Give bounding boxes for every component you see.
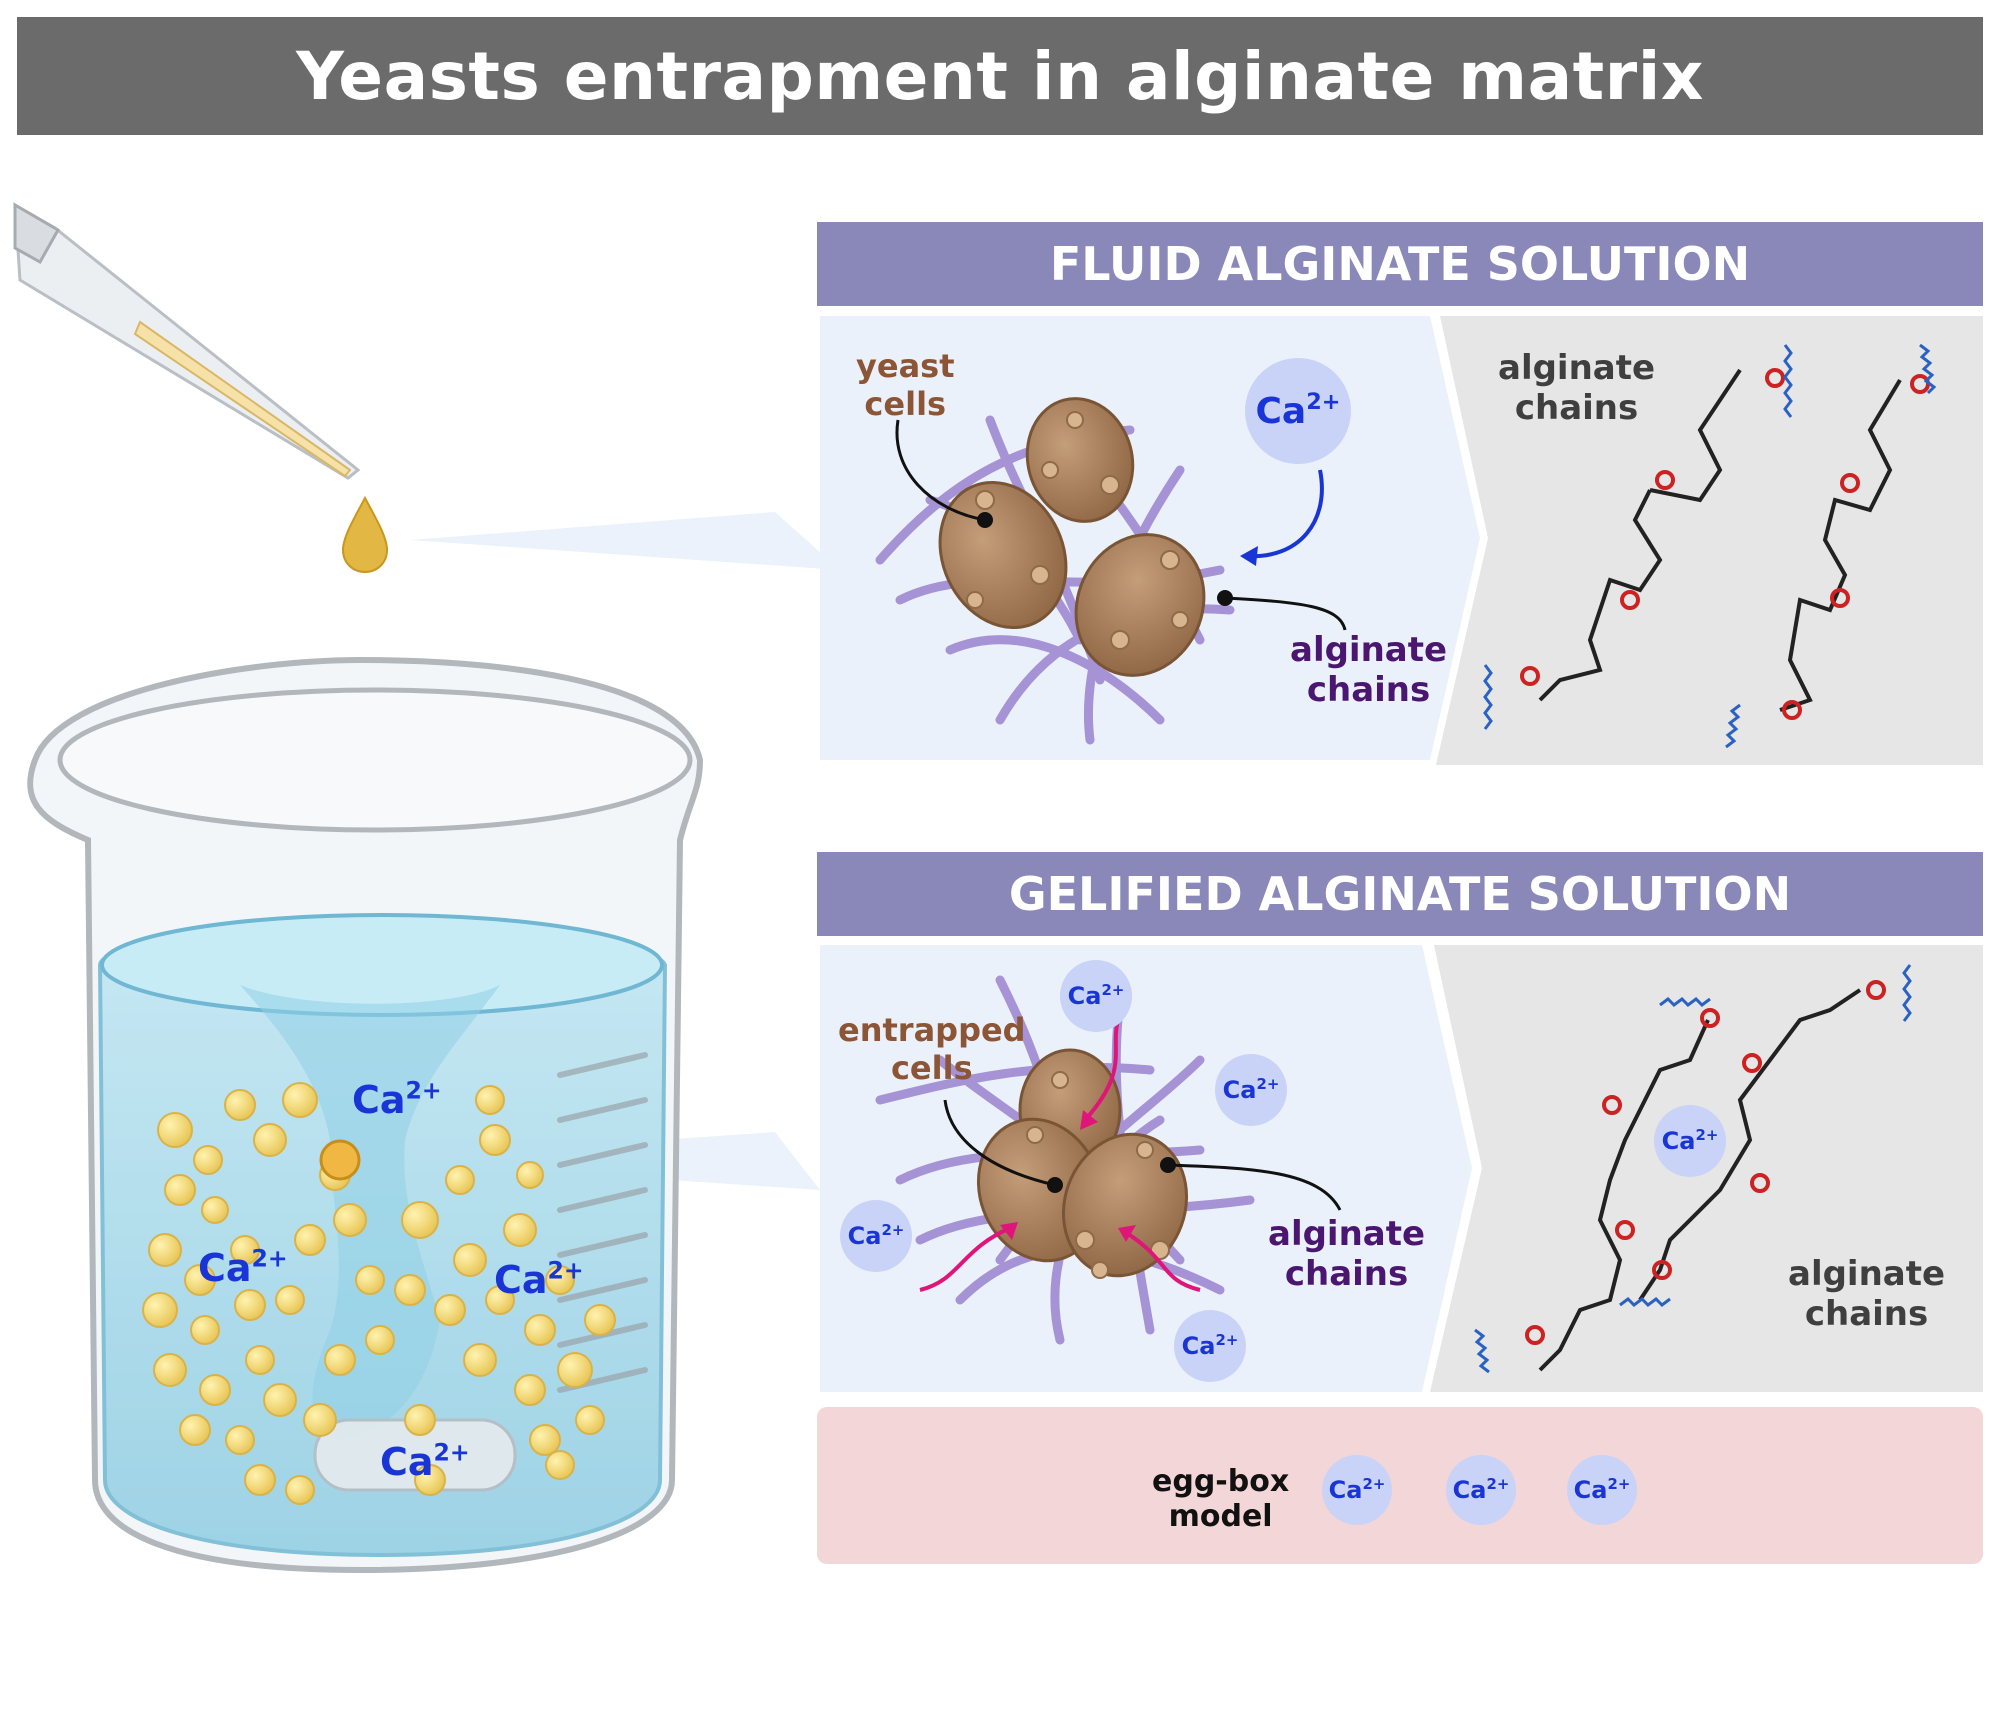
figure-title: Yeasts entrapment in alginate matrix [296,37,1704,115]
egg-box-calcium-ion-3: Ca2+ [1567,1455,1637,1525]
entrapped-cells-label: entrapped cells [838,1011,1026,1088]
pipette-illustration [13,202,361,480]
egg-box-calcium-ion-2: Ca2+ [1446,1455,1516,1525]
fluid-zoom-beam [410,512,840,570]
gel-calcium-ion-1: Ca2+ [1060,960,1132,1032]
gel-panel-title: GELIFIED ALGINATE SOLUTION [1008,867,1792,921]
egg-box-label-line1: egg-box [1152,1464,1290,1499]
gel-calcium-ion-2: Ca2+ [1215,1054,1287,1126]
fluid-panel-header: FLUID ALGINATE SOLUTION [817,222,1983,306]
beaker-calcium-label-4: Ca2+ [380,1438,470,1484]
egg-box-panel [817,1407,1983,1564]
yeast-cells-label: yeast cells [856,347,955,424]
yeast-cells-label-line1: yeast [856,347,955,385]
gel-oxygen-atoms [1525,980,1886,1345]
fluid-calcium-ion: Ca2+ [1245,358,1351,464]
gel-structure-label-line1: alginate [1788,1254,1946,1294]
fluid-structure-bg [1436,316,1983,765]
entrapped-cells-label-line2: cells [890,1048,973,1087]
fluid-chain-structure [1538,368,1902,712]
gel-calcium-ion-4: Ca2+ [1174,1310,1246,1382]
gel-structure-label: alginate chains [1788,1254,1945,1334]
fluid-alginate-label-line2: chains [1306,670,1431,711]
gel-alginate-chains-label: alginate chains [1268,1214,1425,1294]
yeast-cells-label-line2: cells [864,384,947,423]
fluid-alginate-label-line1: alginate [1290,630,1448,670]
fluid-callout-lines [895,419,1347,631]
gel-alginate-label-line2: chains [1284,1254,1409,1295]
fluid-yeast-cells [938,397,1206,677]
gel-panel-header: GELIFIED ALGINATE SOLUTION [817,852,1983,936]
fluid-structure-label: alginate chains [1498,348,1655,428]
droplet [341,495,389,574]
egg-box-label: egg-box model [1152,1464,1289,1535]
fluid-panel-title: FLUID ALGINATE SOLUTION [1049,237,1751,291]
beaker-calcium-label-2: Ca2+ [198,1244,288,1290]
beaker-illustration [27,656,704,1574]
title-bar: Yeasts entrapment in alginate matrix [17,17,1983,135]
gel-structure-calcium-ion: Ca2+ [1654,1105,1726,1177]
egg-box-label-line2: model [1168,1499,1273,1535]
gel-structure-label-line2: chains [1804,1294,1929,1335]
fluid-structure-label-line1: alginate [1498,348,1656,388]
fluid-ion-arrow [1244,469,1324,559]
egg-box-calcium-ion-1: Ca2+ [1322,1455,1392,1525]
gel-chain-structure [1538,988,1862,1372]
alginate-beads [142,1082,616,1505]
gel-alginate-label-line1: alginate [1268,1214,1426,1254]
gel-callout-lines [943,1099,1342,1211]
fluid-structure-label-line2: chains [1514,388,1639,429]
beaker-calcium-label-1: Ca2+ [352,1076,442,1122]
falling-bead [319,1139,361,1181]
gel-calcium-ion-3: Ca2+ [840,1200,912,1272]
gel-chain-ends [1474,964,1912,1374]
beaker-calcium-label-3: Ca2+ [494,1256,584,1302]
fluid-chain-ends [1483,343,1937,749]
entrapped-cells-label-line1: entrapped [838,1011,1026,1049]
fluid-alginate-chains-label: alginate chains [1290,630,1447,710]
gel-ion-arrows [919,1019,1201,1292]
